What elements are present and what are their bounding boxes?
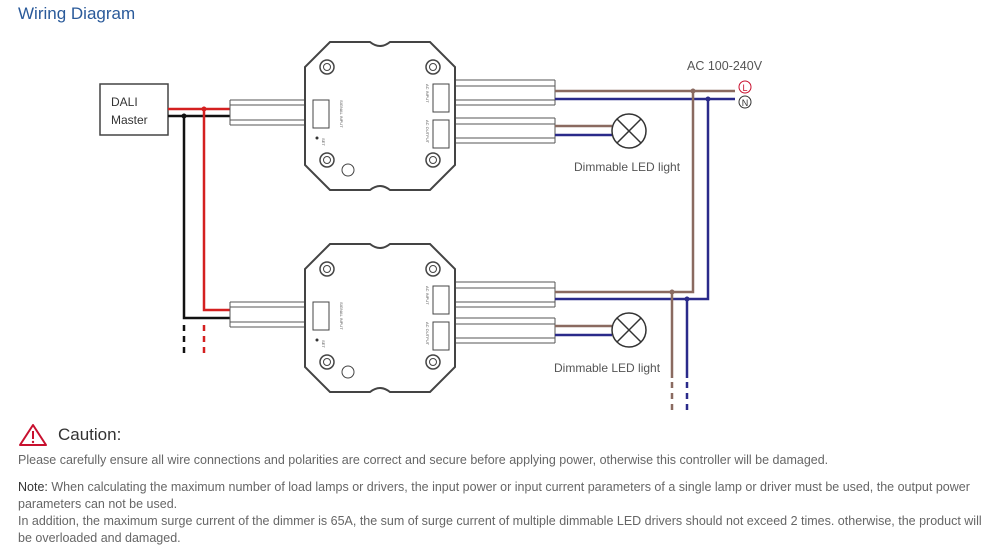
live-terminal-label: L bbox=[742, 83, 747, 93]
note-text-2: In addition, the maximum surge current o… bbox=[18, 514, 982, 545]
caution-heading: Caution: bbox=[18, 423, 121, 447]
note-label: Note: bbox=[18, 480, 48, 494]
lamp-label-1: Dimmable LED light bbox=[574, 160, 681, 174]
svg-text:SIGNAL INPUT: SIGNAL INPUT bbox=[339, 302, 344, 330]
ac-wires bbox=[555, 89, 735, 410]
dali-wires bbox=[168, 107, 230, 355]
svg-text:AC INPUT: AC INPUT bbox=[425, 286, 430, 305]
lamp-label-2: Dimmable LED light bbox=[554, 361, 661, 375]
wiring-diagram: DALI Master SIGNAL INPUT AC INPUT AC OUT… bbox=[99, 41, 763, 410]
controller-unit-1 bbox=[304, 41, 456, 191]
svg-text:SET: SET bbox=[321, 340, 326, 348]
lamp-icon-2 bbox=[611, 312, 647, 348]
dali-master-box bbox=[99, 83, 169, 136]
controller-unit-2 bbox=[304, 243, 456, 393]
neutral-terminal-label: N bbox=[742, 98, 749, 108]
lamp-icon-1 bbox=[611, 113, 647, 149]
caution-text: Please carefully ensure all wire connect… bbox=[18, 453, 829, 467]
svg-text:Master: Master bbox=[111, 113, 148, 127]
warning-icon bbox=[19, 424, 47, 446]
note-text: Note: When calculating the maximum numbe… bbox=[18, 480, 970, 511]
svg-text:SIGNAL INPUT: SIGNAL INPUT bbox=[339, 100, 344, 128]
svg-text:AC INPUT: AC INPUT bbox=[425, 84, 430, 103]
svg-text:SET: SET bbox=[321, 138, 326, 146]
svg-text:AC OUTPUT: AC OUTPUT bbox=[425, 120, 430, 144]
svg-text:AC OUTPUT: AC OUTPUT bbox=[425, 322, 430, 346]
page-title: Wiring Diagram bbox=[18, 4, 136, 23]
dali-master-label: DALI bbox=[111, 95, 138, 109]
ac-voltage-label: AC 100-240V bbox=[687, 59, 763, 73]
